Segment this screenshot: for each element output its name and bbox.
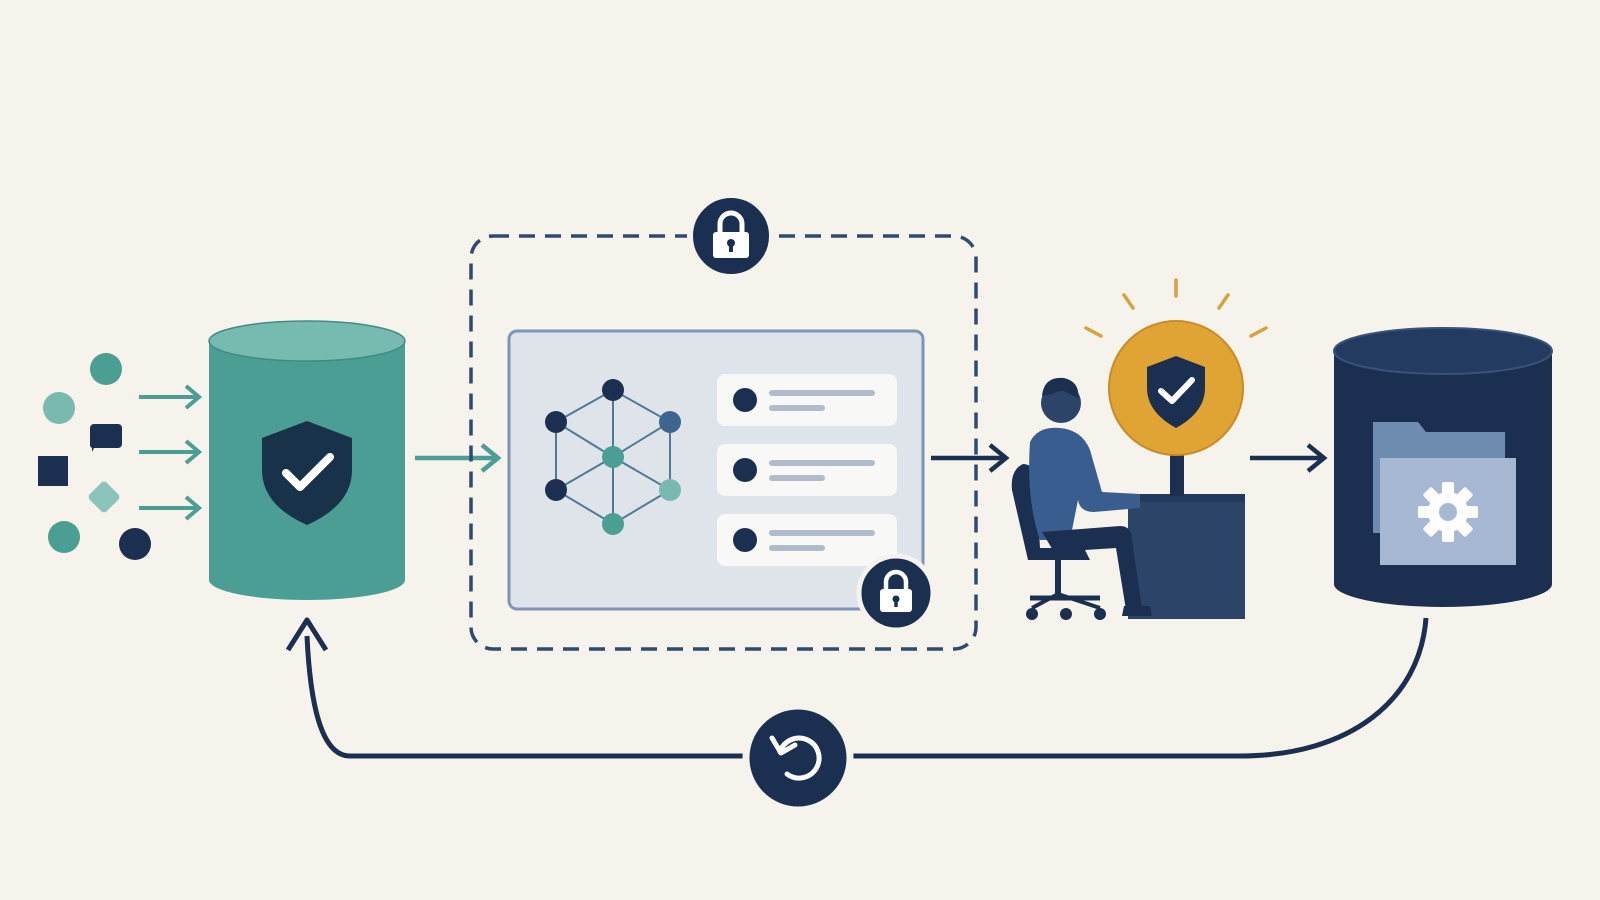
chat-bubble-icon xyxy=(89,424,122,452)
input-arrow xyxy=(139,439,203,465)
panel-lock-icon xyxy=(856,553,936,633)
list-row xyxy=(717,374,897,426)
folder-gear-icon xyxy=(1373,422,1516,565)
data-square xyxy=(38,456,68,486)
input-arrow xyxy=(139,495,203,521)
data-diamond xyxy=(88,481,120,513)
arrow-to-reviewer xyxy=(931,443,1010,473)
list-row xyxy=(717,444,897,496)
input-data-points xyxy=(38,353,151,560)
data-dot xyxy=(90,353,122,385)
glow-rays xyxy=(1084,278,1268,338)
human-reviewer xyxy=(1011,377,1245,620)
arrow-to-processing xyxy=(415,443,502,473)
arrow-to-target xyxy=(1250,443,1328,473)
data-dot xyxy=(48,521,80,553)
feedback-loop-path xyxy=(304,617,1429,759)
shield-check-icon xyxy=(262,421,352,525)
secure-processing-boundary xyxy=(469,234,978,651)
desk xyxy=(1128,494,1245,619)
shield-check-icon xyxy=(1147,356,1205,428)
data-dot xyxy=(119,528,151,560)
feedback-arrowhead xyxy=(285,617,329,652)
source-database xyxy=(208,320,406,600)
input-arrow xyxy=(139,384,203,410)
refresh-icon xyxy=(742,702,854,814)
network-graph-icon xyxy=(545,379,681,535)
feedback-loop xyxy=(285,617,1429,814)
target-database xyxy=(1333,327,1553,607)
data-dot xyxy=(43,392,75,424)
processing-panel xyxy=(507,329,936,633)
approval-badge xyxy=(1084,278,1268,456)
lock-icon xyxy=(687,192,775,280)
list-row xyxy=(717,514,897,566)
input-arrows xyxy=(139,384,203,521)
